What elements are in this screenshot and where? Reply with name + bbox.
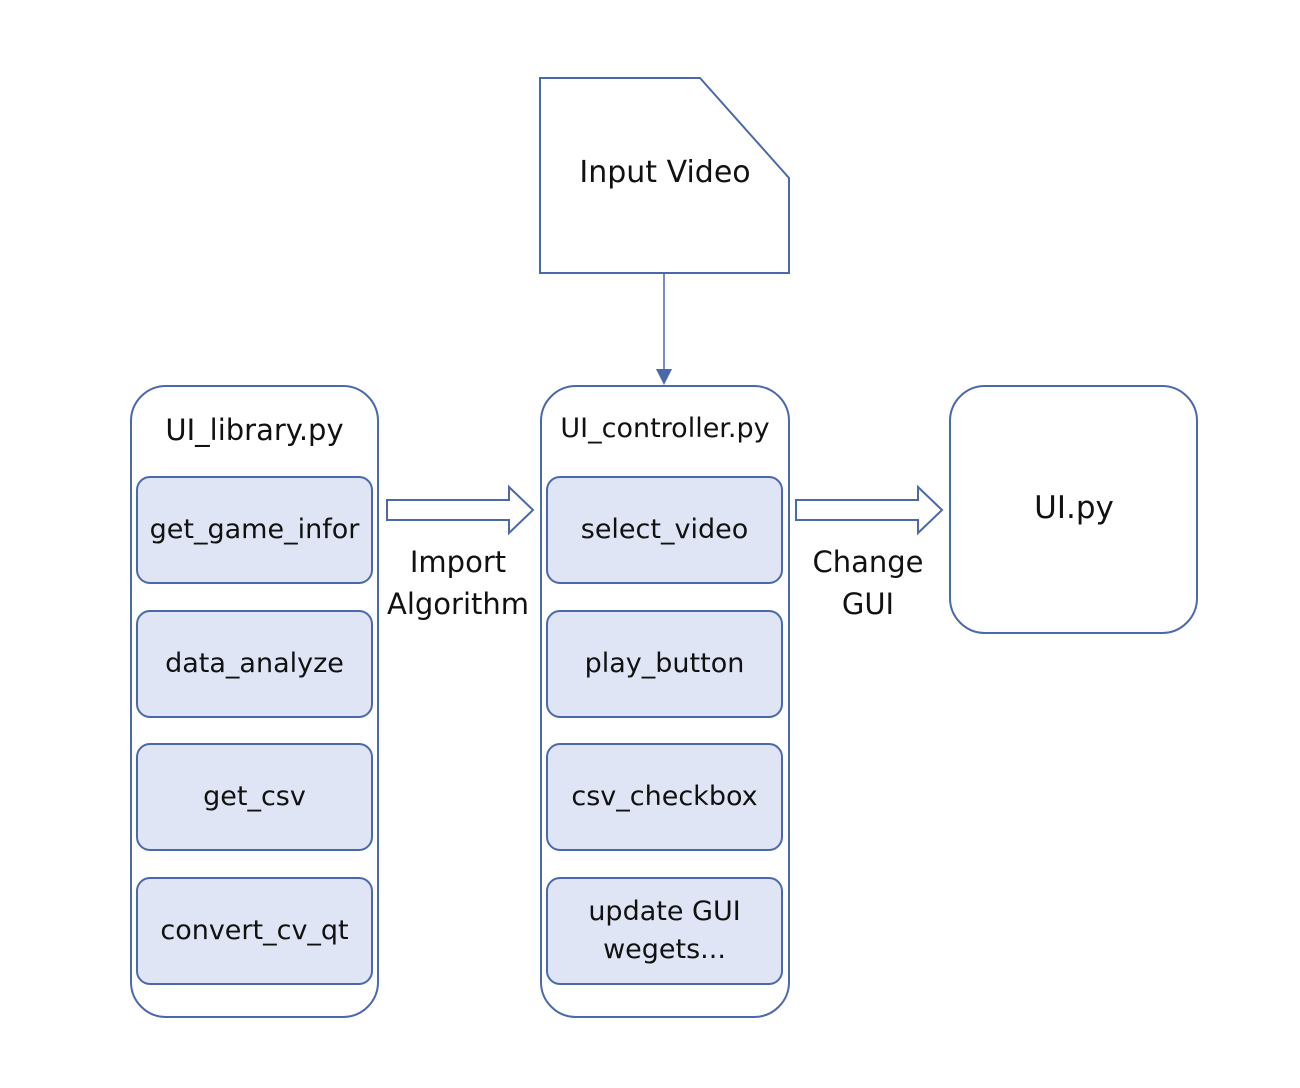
controller-item-label: csv_checkbox xyxy=(571,781,758,812)
library-item-label: data_analyze xyxy=(165,648,344,679)
ui-controller-title: UI_controller.py xyxy=(560,413,770,444)
library-item-convert-cv-qt: convert_cv_qt xyxy=(136,877,373,985)
import-block-arrow xyxy=(386,484,535,536)
controller-item-play-button: play_button xyxy=(546,610,783,718)
library-item-get-csv: get_csv xyxy=(136,743,373,851)
controller-item-update-gui-wegets: update GUI wegets... xyxy=(546,877,783,985)
controller-item-label: update GUI wegets... xyxy=(588,896,741,965)
ui-py-node xyxy=(949,385,1198,634)
input-video-document-shape xyxy=(539,77,790,274)
controller-item-csv-checkbox: csv_checkbox xyxy=(546,743,783,851)
import-algorithm-label: Import Algorithm xyxy=(386,545,530,621)
controller-item-label: play_button xyxy=(584,648,745,679)
controller-item-select-video: select_video xyxy=(546,476,783,584)
input-video-label: Input Video xyxy=(579,155,751,190)
library-item-label: convert_cv_qt xyxy=(160,915,349,946)
library-item-label: get_csv xyxy=(203,781,306,812)
ui-py-label: UI.py xyxy=(1034,490,1114,526)
library-item-get-game-infor: get_game_infor xyxy=(136,476,373,584)
ui-library-title: UI_library.py xyxy=(165,413,344,447)
change-gui-block-arrow xyxy=(795,484,944,536)
input-to-controller-arrowhead xyxy=(656,369,672,385)
library-item-data-analyze: data_analyze xyxy=(136,610,373,718)
controller-item-label: select_video xyxy=(580,514,749,545)
change-gui-label: Change GUI xyxy=(812,545,924,621)
library-item-label: get_game_infor xyxy=(149,514,360,545)
